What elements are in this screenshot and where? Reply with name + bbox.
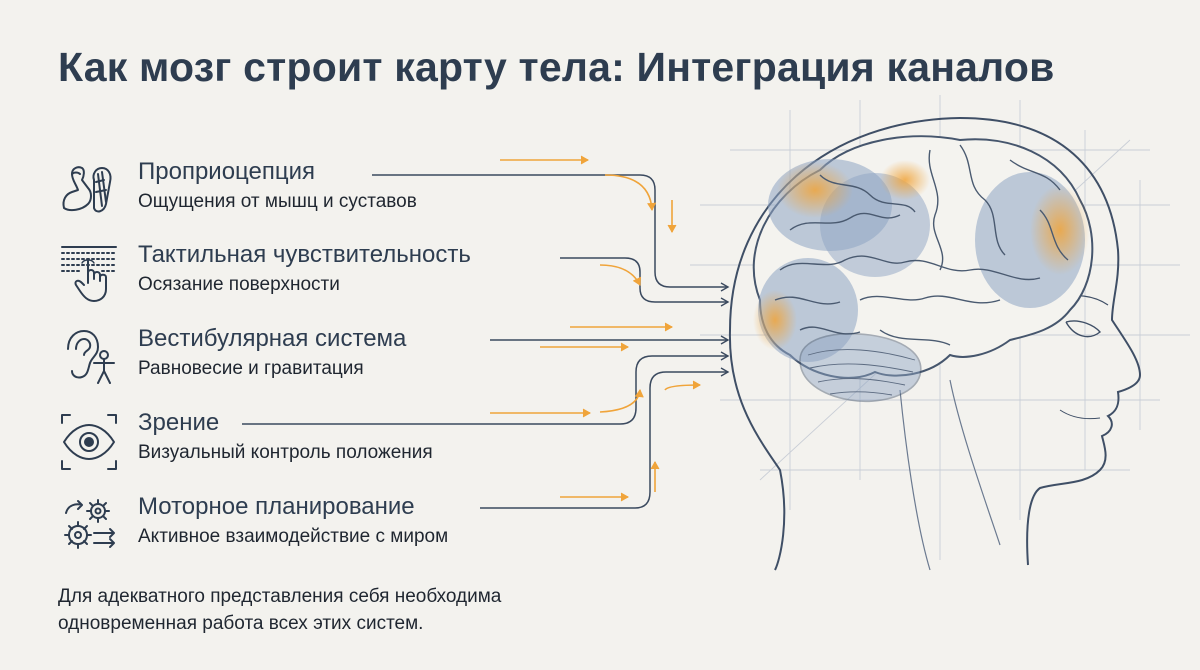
channel-name: Зрение — [138, 409, 220, 436]
hand-touching-surface-icon — [61, 246, 117, 302]
channel-name: Проприоцепция — [138, 158, 316, 185]
gears-arrows-icon — [64, 499, 115, 549]
footer-note: Для адекватного представления себя необх… — [58, 583, 698, 637]
head-profile — [728, 116, 1142, 571]
eye-focus-icon — [61, 414, 117, 470]
channel-description: Активное взаимодействие с миром — [138, 526, 449, 547]
footer-line-2: одновременная работа всех этих систем. — [58, 613, 424, 634]
channel-vision: Зрение Визуальный контроль положения — [58, 409, 578, 485]
ear-balance-figure-icon — [67, 330, 115, 384]
channel-tactile: Тактильная чувствительность Осязание пов… — [58, 241, 578, 317]
channel-name: Моторное планирование — [138, 493, 415, 520]
channel-motor-planning: Моторное планирование Активное взаимодей… — [58, 493, 578, 569]
channel-name: Тактильная чувствительность — [138, 241, 471, 268]
brain — [752, 135, 1094, 403]
channel-description: Равновесие и гравитация — [138, 358, 364, 379]
page-title: Как мозг строит карту тела: Интеграция к… — [58, 44, 1055, 90]
channel-description: Визуальный контроль положения — [138, 442, 433, 463]
flexed-arm-muscle-icon — [62, 166, 112, 213]
channel-name: Вестибулярная система — [138, 325, 407, 352]
channel-description: Ощущения от мышц и суставов — [138, 191, 417, 212]
footer-line-1: Для адекватного представления себя необх… — [58, 586, 502, 607]
channel-proprioception: Проприоцепция Ощущения от мышц и суставо… — [58, 158, 578, 234]
channel-arrows — [242, 155, 730, 509]
channel-description: Осязание поверхности — [138, 274, 340, 295]
channel-vestibular: Вестибулярная система Равновесие и грави… — [58, 325, 578, 401]
